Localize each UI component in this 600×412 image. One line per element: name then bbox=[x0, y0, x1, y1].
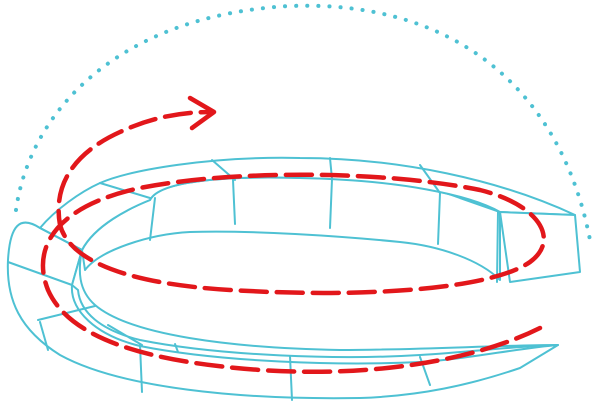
arrow-right-icon bbox=[187, 95, 217, 131]
wall-top-front bbox=[71, 249, 559, 358]
dome-outline bbox=[14, 3, 592, 242]
joint-1 bbox=[149, 197, 156, 241]
joint-15 bbox=[289, 355, 293, 401]
joint-3 bbox=[329, 178, 333, 229]
joint-11 bbox=[7, 261, 73, 286]
joint-2 bbox=[232, 179, 236, 225]
joint-5 bbox=[496, 211, 499, 283]
joint-17 bbox=[174, 343, 179, 353]
joint-8 bbox=[419, 164, 441, 194]
joint-13 bbox=[39, 321, 49, 351]
spiral-path bbox=[40, 109, 546, 374]
joint-4 bbox=[437, 192, 441, 245]
wall-top-back bbox=[39, 156, 576, 251]
joint-18 bbox=[107, 324, 143, 346]
